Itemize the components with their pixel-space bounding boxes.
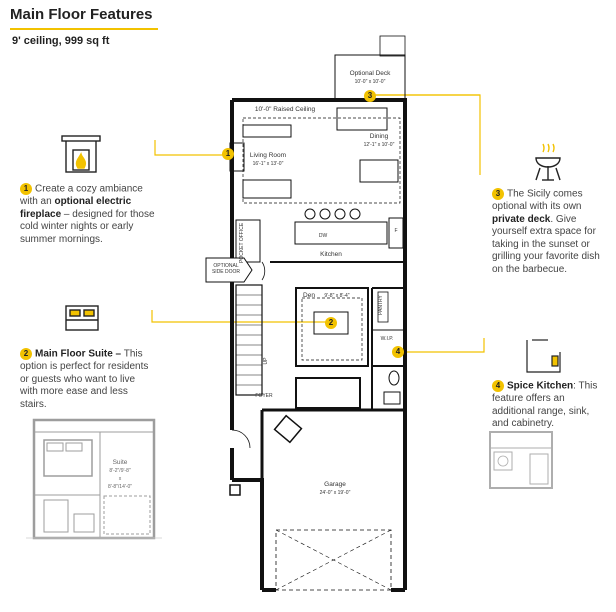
plan-marker-3: 3: [364, 90, 376, 102]
page-subtitle: 9' ceiling, 999 sq ft: [12, 35, 110, 47]
side-door-label: OPTIONAL SIDE DOOR: [211, 263, 241, 275]
plan-marker-1: 1: [222, 148, 234, 160]
living-room-label: Living Room: [249, 152, 287, 159]
leader-lines: [151, 94, 485, 353]
feature-4-badge: 4: [492, 380, 504, 392]
pantry-label: PANTRY: [378, 295, 384, 315]
suite-label: Suite: [112, 459, 128, 466]
den-size: 9'-8" x 8'-4": [324, 293, 350, 299]
den-label: Den: [303, 292, 315, 299]
suite-size-1: 8'-2"/9'-8": [109, 468, 131, 474]
dishwasher-label: DW: [318, 233, 328, 239]
suite-size-2: x: [118, 476, 122, 482]
plan-walls: [229, 35, 407, 592]
feature-3-badge: 3: [492, 188, 504, 200]
dining-size: 12'-1" x 10'-0": [363, 142, 395, 148]
deck-size: 10'-0" x 10'-0": [354, 79, 386, 85]
plan-marker-4: 4: [392, 346, 404, 358]
stairs-up-label: UP: [263, 357, 269, 365]
plan-marker-2: 2: [325, 317, 337, 329]
living-room-size: 16'-1" x 13'-0": [252, 161, 284, 167]
garage-label: Garage: [324, 481, 346, 488]
garage-size: 24'-0" x 19'-0": [319, 490, 351, 496]
wip-label: W.I.P.: [380, 336, 394, 342]
page-title: Main Floor Features: [10, 6, 153, 23]
fridge-label: F: [394, 228, 398, 234]
leader-line-1: [154, 140, 228, 156]
fireplace-icon: [61, 135, 101, 173]
feature-1-badge: 1: [20, 183, 32, 195]
title-underline: [10, 28, 158, 30]
leader-line-2: [151, 310, 332, 323]
pocket-office-label: POCKET OFFICE: [239, 222, 245, 263]
bed-icon: [65, 305, 99, 331]
kitchen-label: Kitchen: [320, 251, 342, 258]
dining-label: Dining: [369, 133, 389, 140]
deck-label: Optional Deck: [349, 70, 391, 77]
spice-kitchen-inset-plan: [489, 431, 553, 489]
bbq-grill-icon: [535, 143, 561, 181]
foyer-label: FOYER: [255, 393, 273, 399]
spice-kitchen-icon: [526, 339, 561, 373]
leader-line-4: [398, 338, 485, 353]
suite-size-3: 8'-8"/14'-0": [107, 484, 133, 490]
feature-2-badge: 2: [20, 348, 32, 360]
raised-ceiling-label: 10'-0" Raised Ceiling: [254, 106, 316, 113]
optional-side-door-marker: [205, 257, 253, 283]
